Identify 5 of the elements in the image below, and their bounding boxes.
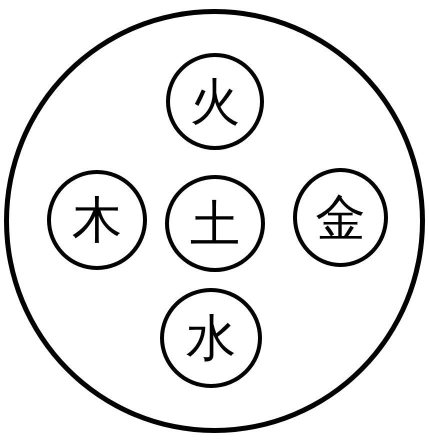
character-circle: 木: [47, 170, 147, 270]
character-circle: 土: [165, 175, 265, 272]
character-circle: 火: [166, 53, 264, 150]
character-circle: 金: [293, 168, 388, 267]
character-circle: 水: [160, 288, 262, 388]
